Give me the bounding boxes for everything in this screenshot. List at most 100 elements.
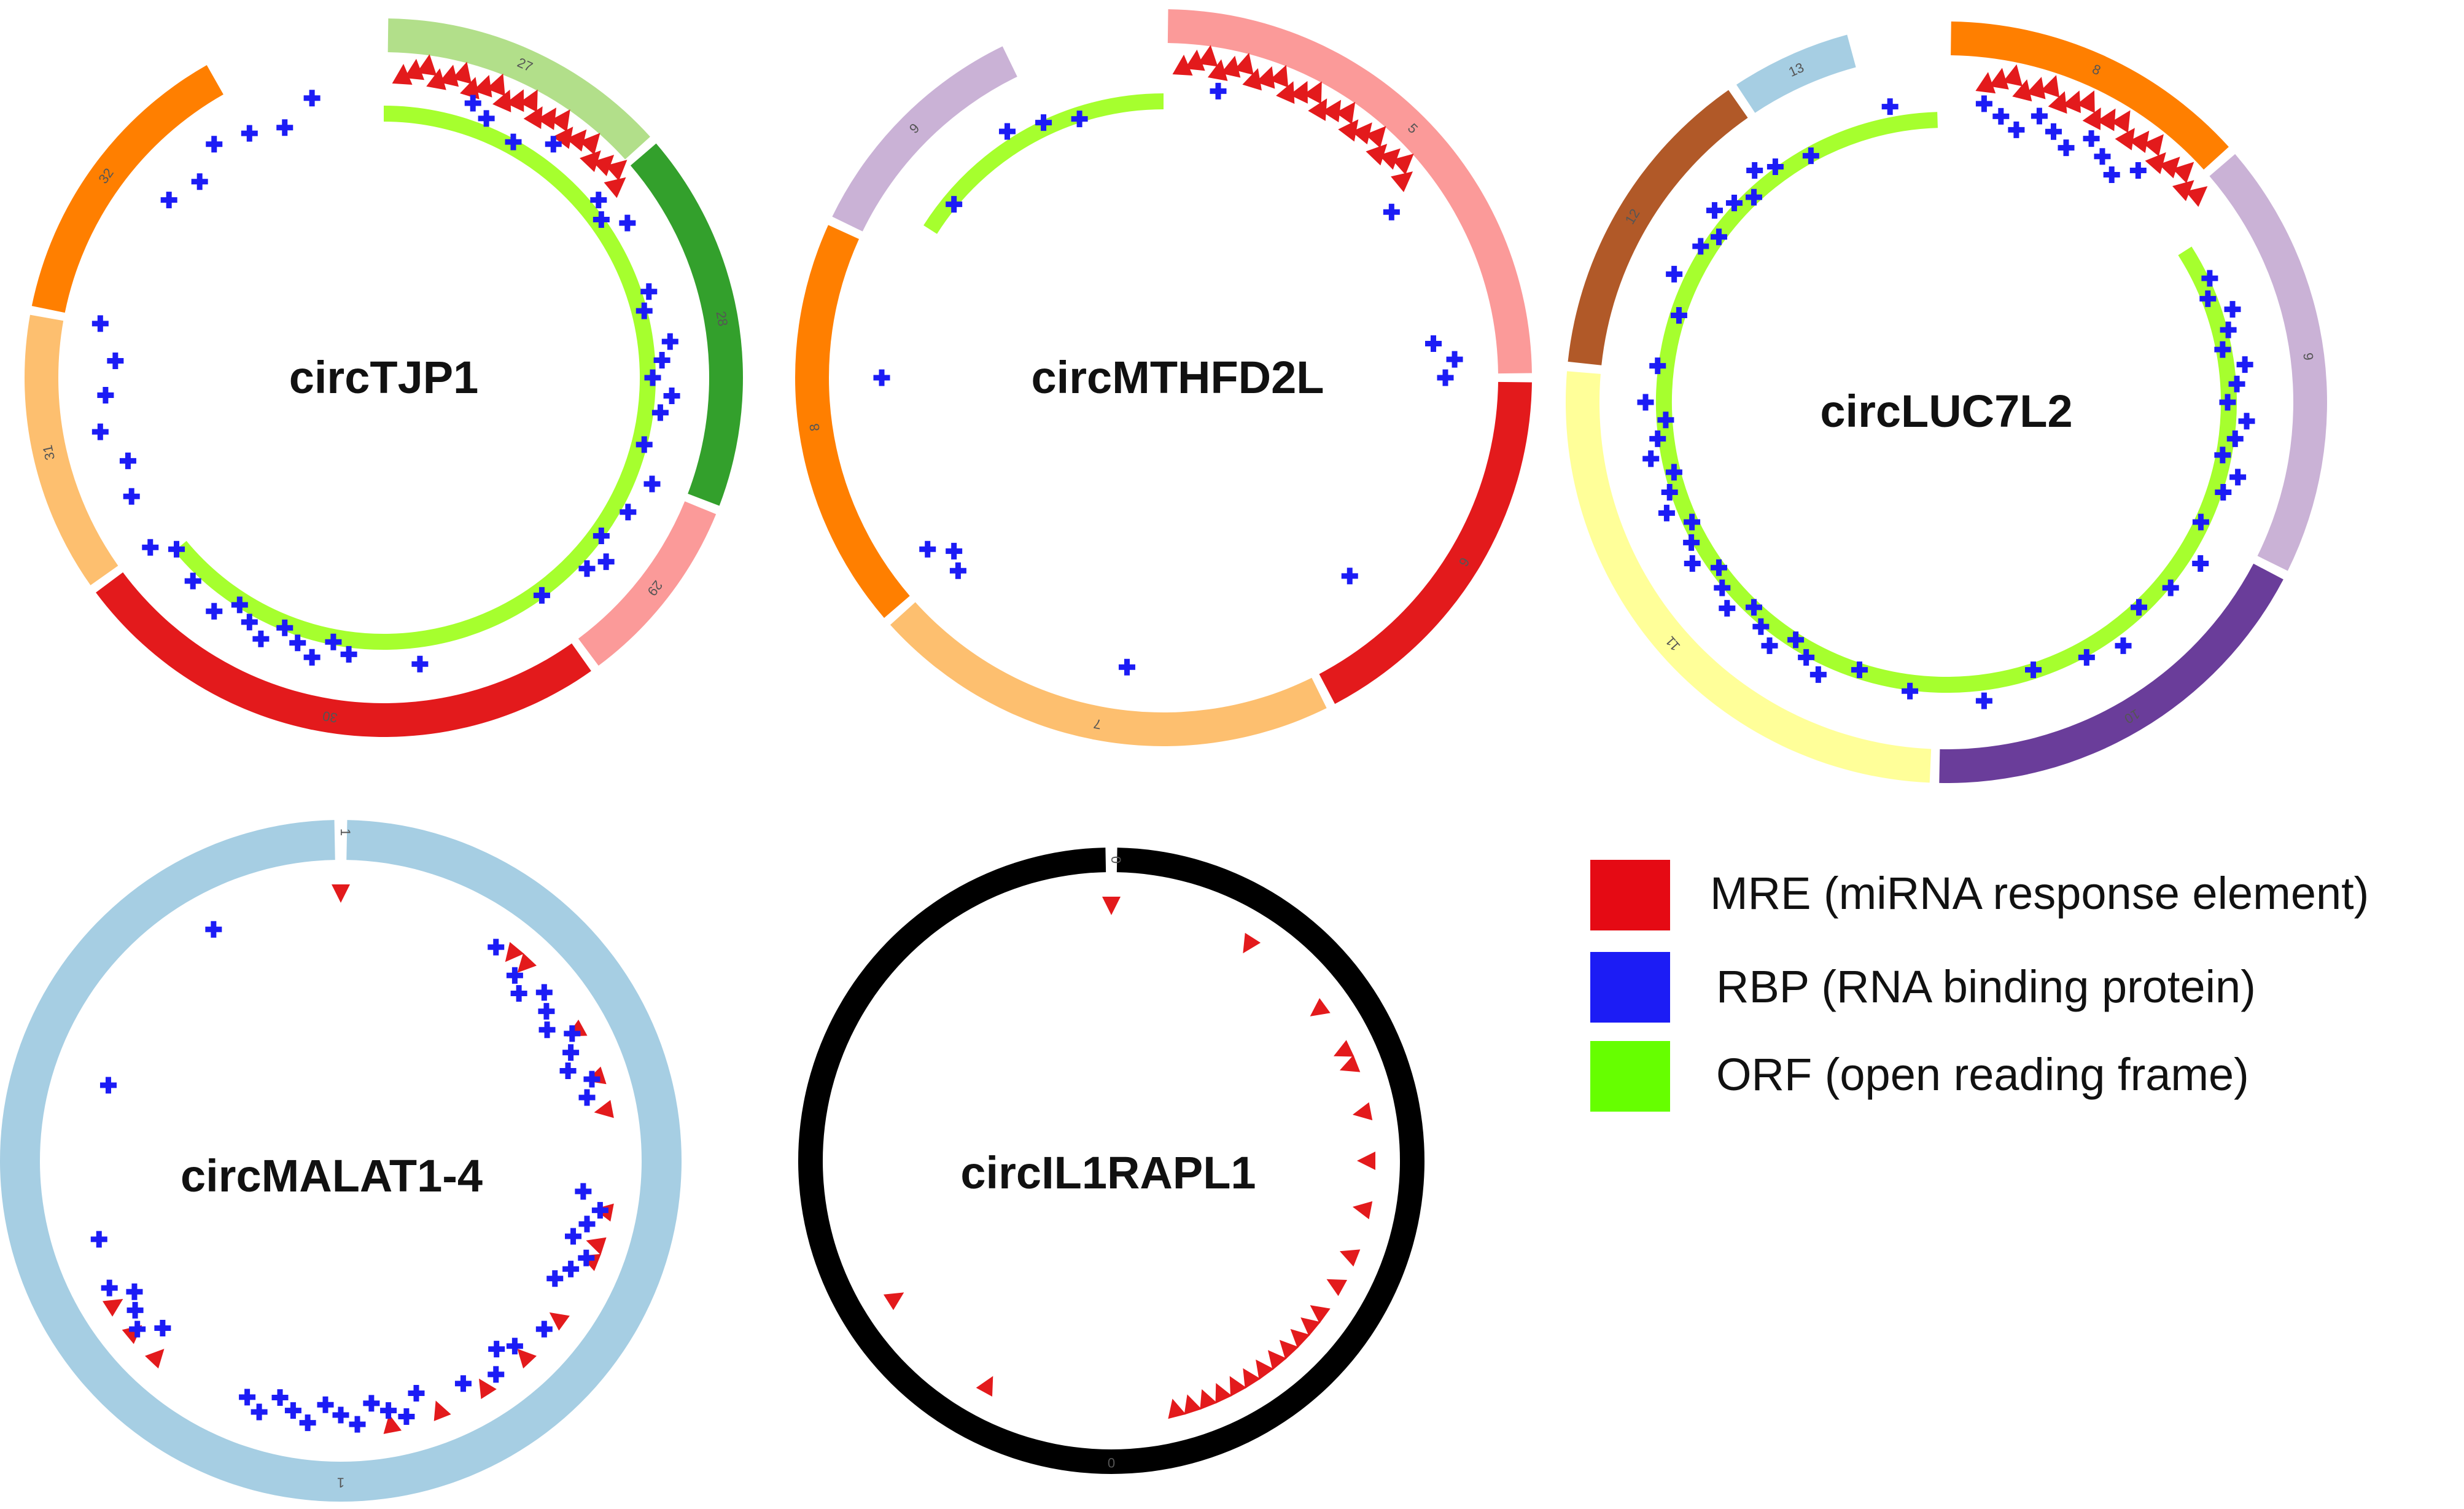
rbp-marker bbox=[1714, 579, 1731, 596]
rbp-marker bbox=[408, 1385, 425, 1402]
mre-marker bbox=[1300, 1317, 1321, 1336]
rbp-marker bbox=[562, 1260, 580, 1277]
exon-label: 28 bbox=[713, 310, 731, 327]
rbp-marker bbox=[510, 985, 527, 1002]
rbp-marker bbox=[168, 540, 185, 558]
rbp-marker bbox=[241, 125, 258, 142]
rbp-marker bbox=[2094, 148, 2111, 165]
rbp-marker bbox=[488, 938, 505, 956]
rbp-marker bbox=[411, 655, 429, 673]
rbp-marker bbox=[276, 119, 293, 136]
rbp-marker bbox=[620, 504, 637, 521]
exon-segment bbox=[1319, 381, 1532, 704]
rbp-marker bbox=[1725, 195, 1743, 212]
rbp-marker bbox=[325, 633, 342, 650]
rbp-marker bbox=[635, 302, 653, 319]
rbp-marker bbox=[2025, 661, 2042, 679]
rbp-marker bbox=[2238, 413, 2255, 430]
rbp-marker bbox=[1975, 95, 1992, 112]
rbp-marker bbox=[578, 1249, 595, 1266]
rbp-marker bbox=[562, 1044, 580, 1061]
rbp-marker bbox=[349, 1416, 366, 1433]
mre-marker bbox=[1207, 59, 1228, 81]
mre-marker bbox=[1989, 68, 2009, 90]
exon-segment bbox=[1167, 9, 1532, 374]
exon-segment bbox=[832, 46, 1017, 232]
rbp-marker bbox=[488, 1341, 505, 1358]
rbp-marker bbox=[1706, 202, 1723, 219]
rbp-marker bbox=[1766, 158, 1784, 176]
rbp-marker bbox=[454, 1375, 472, 1392]
rbp-marker bbox=[184, 572, 201, 590]
mre-marker bbox=[2172, 180, 2194, 201]
exon-segment bbox=[630, 143, 744, 506]
mre-marker bbox=[505, 942, 524, 962]
mre-marker bbox=[517, 953, 537, 973]
exon-label: 1 bbox=[337, 1475, 344, 1491]
rbp-marker bbox=[239, 1389, 256, 1406]
rbp-marker bbox=[2192, 555, 2209, 572]
rbp-marker bbox=[1902, 682, 1919, 700]
mre-marker bbox=[1352, 1201, 1373, 1220]
mre-marker bbox=[332, 884, 350, 903]
rbp-marker bbox=[2115, 637, 2132, 654]
mre-marker bbox=[1221, 55, 1241, 78]
rbp-marker bbox=[640, 283, 658, 300]
mre-marker bbox=[1243, 1368, 1261, 1389]
circ-name: circIL1RAPL1 bbox=[960, 1147, 1256, 1198]
rbp-marker bbox=[205, 921, 222, 938]
mre-marker bbox=[2040, 75, 2060, 98]
rbp-marker bbox=[90, 1231, 107, 1248]
rbp-marker bbox=[2215, 483, 2232, 501]
junction-label: 0 bbox=[1108, 856, 1124, 864]
rbp-marker bbox=[206, 136, 223, 153]
mre-marker bbox=[605, 160, 628, 181]
rbp-marker bbox=[154, 1319, 171, 1336]
mre-marker bbox=[433, 1400, 451, 1421]
orf-track bbox=[1656, 112, 2237, 693]
rbp-marker bbox=[2162, 579, 2179, 596]
mre-marker bbox=[1351, 122, 1372, 145]
rbp-marker bbox=[538, 1021, 556, 1039]
rbp-marker bbox=[663, 388, 680, 405]
rbp-marker bbox=[1118, 658, 1135, 676]
mre-marker bbox=[1975, 72, 1996, 94]
rbp-marker bbox=[651, 404, 669, 421]
rbp-marker bbox=[303, 649, 321, 666]
mre-marker bbox=[579, 133, 600, 155]
rbp-marker bbox=[1719, 599, 1736, 617]
rbp-marker bbox=[206, 602, 223, 620]
mre-marker bbox=[1256, 66, 1275, 89]
mre-marker bbox=[1184, 1394, 1202, 1415]
rbp-marker bbox=[99, 1077, 117, 1094]
rbp-marker bbox=[1661, 483, 1678, 501]
rbp-marker bbox=[1383, 203, 1400, 220]
rbp-marker bbox=[2103, 166, 2120, 183]
mre-track bbox=[1172, 45, 1414, 192]
rbp-marker bbox=[1649, 357, 1666, 375]
rbp-marker bbox=[590, 192, 607, 209]
mre-marker bbox=[1357, 1152, 1375, 1170]
rbp-marker bbox=[1341, 567, 1358, 585]
mre-marker bbox=[1184, 49, 1205, 71]
rbp-marker bbox=[661, 333, 678, 350]
mre-marker bbox=[383, 1414, 402, 1434]
mre-marker bbox=[1279, 1339, 1299, 1360]
rbp-marker bbox=[2236, 356, 2253, 373]
rbp-marker bbox=[276, 619, 293, 636]
rbp-marker bbox=[946, 542, 963, 560]
rbp-marker bbox=[1975, 692, 1992, 709]
rbp-marker bbox=[644, 369, 661, 386]
mre-marker bbox=[517, 1349, 537, 1369]
mre-marker bbox=[1310, 998, 1331, 1016]
mre-marker bbox=[1391, 171, 1413, 192]
rbp-marker bbox=[535, 984, 553, 1001]
mre-marker bbox=[580, 150, 601, 173]
exon-label: 0 bbox=[1108, 1455, 1115, 1470]
mre-marker bbox=[883, 1292, 904, 1311]
rbp-marker bbox=[506, 967, 523, 984]
mre-marker bbox=[523, 106, 543, 129]
mre-marker bbox=[604, 177, 626, 198]
